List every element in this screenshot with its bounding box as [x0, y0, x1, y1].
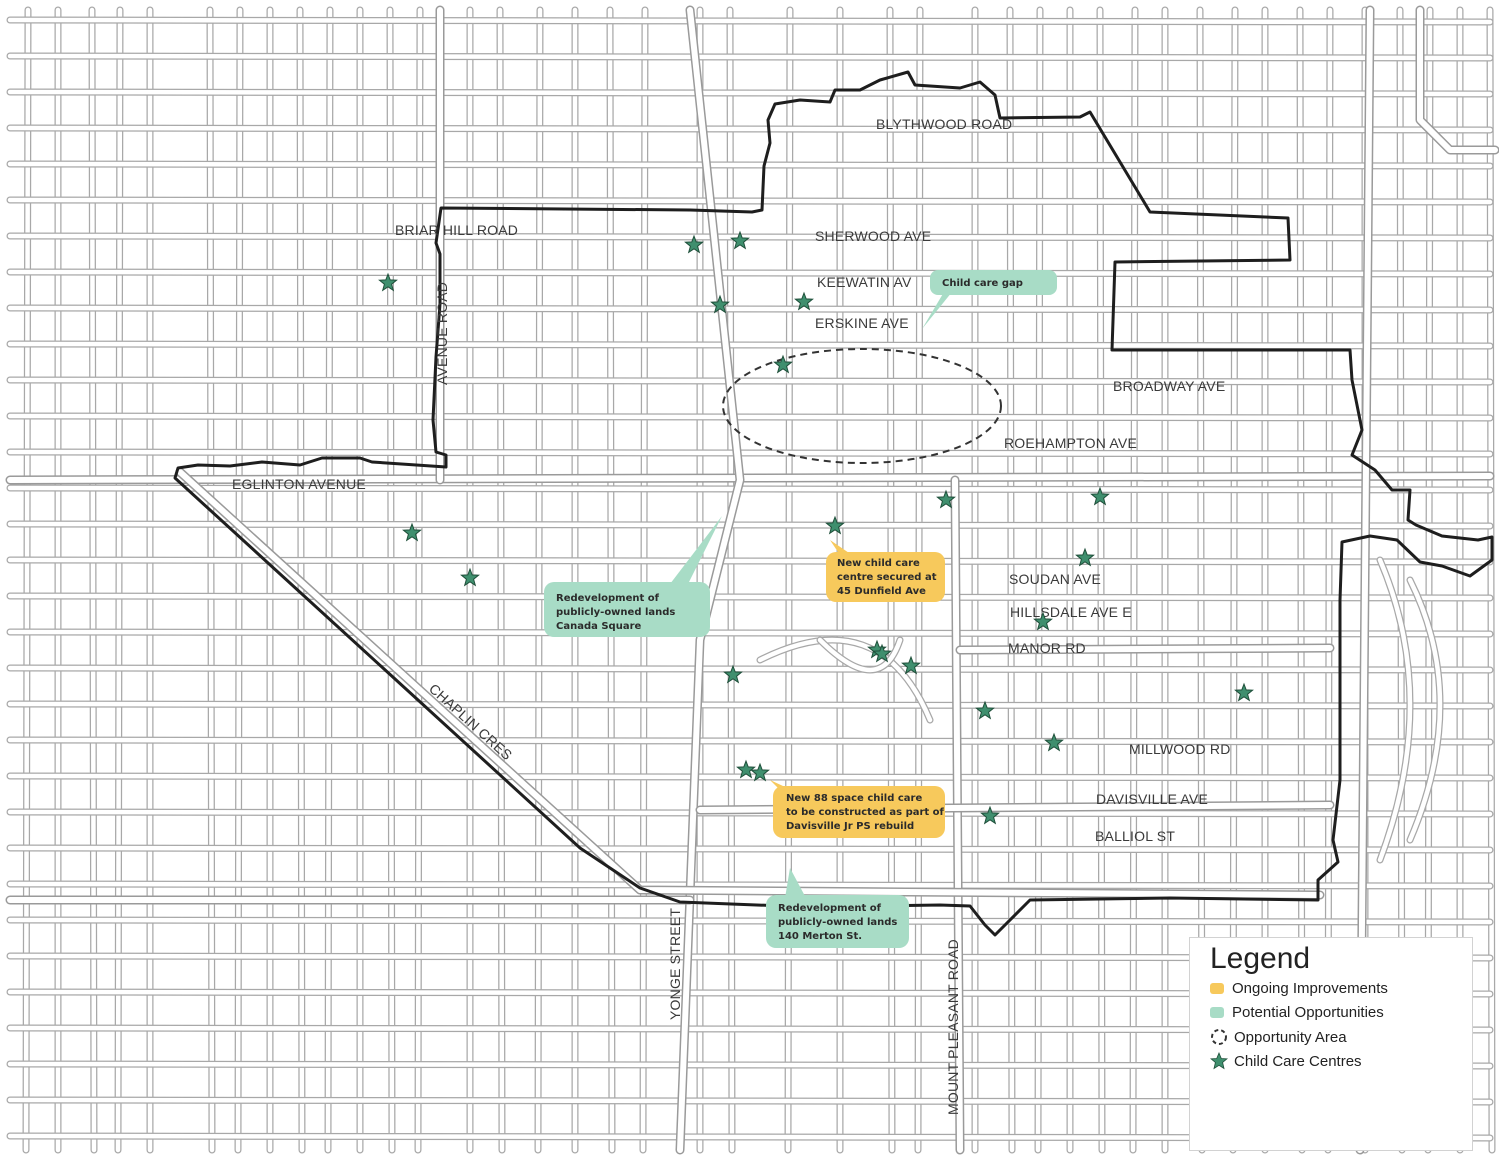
potential-swatch — [1210, 1007, 1224, 1018]
label-hillsdale-ave-e: HILLSDALE AVE E — [1010, 604, 1132, 620]
child-care-centre-star-icon — [872, 643, 892, 663]
label-roehampton-ave: ROEHAMPTON AVE — [1004, 435, 1137, 451]
child-care-centre-star-icon — [1075, 547, 1095, 567]
opportunity-area-ellipse — [722, 348, 1002, 464]
legend-label: Ongoing Improvements — [1232, 980, 1388, 997]
child-care-centre-star-icon — [1044, 732, 1064, 752]
legend-label: Opportunity Area — [1234, 1028, 1347, 1046]
callout-davisville-ps: New 88 space child care to be constructe… — [770, 780, 945, 838]
child-care-centre-star-icon — [980, 805, 1000, 825]
child-care-centre-star-icon — [1033, 611, 1053, 631]
child-care-centre-star-icon — [736, 759, 756, 779]
legend-item-childcare: Child Care Centres — [1210, 1052, 1362, 1070]
ongoing-swatch — [1210, 983, 1224, 994]
label-yonge-street: YONGE STREET — [667, 908, 683, 1020]
legend-item-opportunity: Opportunity Area — [1210, 1028, 1347, 1046]
legend-item-potential: Potential Opportunities — [1210, 1004, 1384, 1021]
label-manor-rd: MANOR RD — [1008, 640, 1086, 656]
child-care-centre-star-icon — [1090, 486, 1110, 506]
legend: Legend Ongoing Improvements Potential Op… — [1189, 937, 1473, 1151]
child-care-centre-star-icon — [773, 354, 793, 374]
child-care-centre-star-icon — [723, 664, 743, 684]
callout-line: to be constructed as part of — [786, 807, 945, 818]
child-care-centre-star-icon — [825, 515, 845, 535]
child-care-centre-star-icon — [975, 700, 995, 720]
legend-label: Potential Opportunities — [1232, 1004, 1384, 1021]
child-care-centre-star-icon — [402, 522, 422, 542]
child-care-centre-star-icon — [1234, 682, 1254, 702]
label-eglinton-avenue: EGLINTON AVENUE — [232, 476, 366, 492]
child-care-centre-star-icon — [710, 294, 730, 314]
label-sherwood-ave: SHERWOOD AVE — [815, 228, 931, 244]
callout-dunfield: New child care centre secured at 45 Dunf… — [826, 540, 945, 602]
callout-line: 45 Dunfield Ave — [837, 586, 926, 597]
label-blythwood-road: BLYTHWOOD ROAD — [876, 116, 1012, 132]
child-care-centre-star-icon — [460, 567, 480, 587]
child-care-centre-star-icon — [750, 762, 770, 782]
legend-item-ongoing: Ongoing Improvements — [1210, 980, 1388, 997]
callout-line: publicly-owned lands — [556, 607, 675, 618]
child-care-centre-star-icon — [730, 230, 750, 250]
label-keewatin-av: KEEWATIN AV — [817, 274, 912, 290]
label-soudan-ave: SOUDAN AVE — [1009, 571, 1101, 587]
label-millwood-rd: MILLWOOD RD — [1129, 741, 1231, 757]
callout-line: Redevelopment of — [556, 593, 660, 604]
child-care-centres — [378, 230, 1254, 825]
callout-line: New child care — [837, 558, 920, 569]
callout-canada-square: Redevelopment of publicly-owned lands Ca… — [544, 516, 722, 637]
callout-line: New 88 space child care — [786, 793, 922, 804]
callout-line: Redevelopment of — [778, 903, 882, 914]
callout-child-care-gap: Child care gap — [922, 270, 1057, 329]
dashed-circle-icon — [1211, 1029, 1227, 1045]
child-care-centre-star-icon — [378, 272, 398, 292]
callout-text: Child care gap — [942, 278, 1023, 289]
label-erskine-ave: ERSKINE AVE — [815, 315, 909, 331]
child-care-centre-star-icon — [936, 489, 956, 509]
legend-label: Child Care Centres — [1234, 1052, 1362, 1070]
label-avenue-road: AVENUE ROAD — [434, 282, 450, 385]
callout-line: publicly-owned lands — [778, 917, 897, 928]
label-broadway-ave: BROADWAY AVE — [1113, 378, 1225, 394]
callout-line: 140 Merton St. — [778, 931, 862, 942]
callout-line: centre secured at — [837, 572, 937, 583]
callout-merton: Redevelopment of publicly-owned lands 14… — [766, 868, 909, 948]
label-mount-pleasant-road: MOUNT PLEASANT ROAD — [945, 939, 961, 1115]
callout-line: Canada Square — [556, 621, 642, 632]
child-care-centre-star-icon — [684, 234, 704, 254]
callout-line: Davisville Jr PS rebuild — [786, 821, 914, 832]
label-balliol-st: BALLIOL ST — [1095, 828, 1175, 844]
star-icon — [1210, 1052, 1228, 1070]
child-care-centre-star-icon — [901, 655, 921, 675]
label-davisville-ave: DAVISVILLE AVE — [1096, 791, 1208, 807]
label-briar-hill-road: BRIAR HILL ROAD — [395, 222, 518, 238]
child-care-centre-star-icon — [794, 291, 814, 311]
legend-title: Legend — [1210, 942, 1311, 975]
study-area-boundary — [173, 70, 1494, 937]
